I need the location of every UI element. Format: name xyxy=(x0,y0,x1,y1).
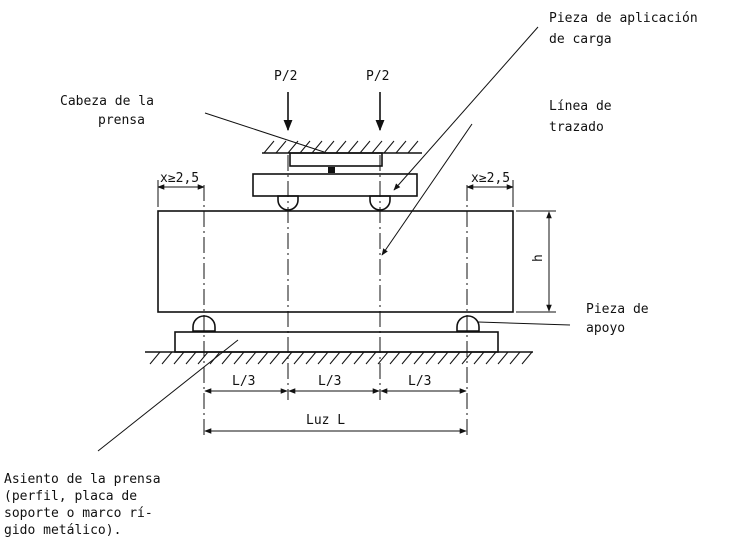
leader-load-piece xyxy=(393,26,539,191)
label-press-head-line-2: prensa xyxy=(98,113,145,128)
load-application-piece xyxy=(252,167,418,211)
label-load-application-piece: Pieza de aplicación de carga xyxy=(549,11,706,47)
height-dimension: h xyxy=(516,210,556,313)
third-label-1: L/3 xyxy=(232,374,255,389)
overhang-dimension-left: x≥2,5 xyxy=(157,171,205,207)
span-label: Luz L xyxy=(306,413,345,428)
leader-press-head xyxy=(204,112,325,153)
label-press-seat-line-4: gido metálico). xyxy=(4,523,121,538)
label-trace-line: Línea de trazado xyxy=(549,99,619,135)
load-label-right: P/2 xyxy=(366,69,389,84)
load-roller-right xyxy=(369,195,391,211)
beam-specimen xyxy=(157,210,514,313)
label-press-seat-line-1: Asiento de la prensa xyxy=(4,472,161,487)
press-head xyxy=(262,140,422,167)
third-label-2: L/3 xyxy=(318,374,341,389)
label-trace-line-line-1: Línea de xyxy=(549,99,612,114)
label-press-head-line-1: Cabeza de la xyxy=(60,94,154,109)
label-load-piece-line-2: de carga xyxy=(549,32,612,47)
label-support-piece-line-2: apoyo xyxy=(586,321,625,336)
leader-support-piece xyxy=(477,321,571,326)
overhang-label-right: x≥2,5 xyxy=(471,171,510,186)
press-seat xyxy=(145,331,533,365)
leader-press-seat xyxy=(97,339,239,452)
label-press-seat-line-2: (perfil, placa de xyxy=(4,489,137,504)
press-seat-hatching xyxy=(149,351,533,365)
press-platen xyxy=(289,152,383,167)
pivot-ball xyxy=(328,167,335,173)
support-roller-right xyxy=(456,315,480,332)
label-support-piece-line-1: Pieza de xyxy=(586,302,649,317)
label-press-head: Cabeza de la prensa xyxy=(60,94,162,128)
label-load-piece-line-1: Pieza de aplicación xyxy=(549,11,698,26)
label-press-seat-line-3: soporte o marco rí- xyxy=(4,506,153,521)
leader-trace-line xyxy=(381,123,473,256)
span-dimension: Luz L xyxy=(204,413,467,434)
load-label-left: P/2 xyxy=(274,69,297,84)
third-label-3: L/3 xyxy=(408,374,431,389)
span-thirds-dimension: L/3 L/3 L/3 xyxy=(204,374,467,394)
label-support-piece: Pieza de apoyo xyxy=(586,302,656,336)
load-roller-left xyxy=(277,195,299,211)
label-trace-line-line-2: trazado xyxy=(549,120,604,135)
overhang-label-left: x≥2,5 xyxy=(160,171,199,186)
support-roller-left xyxy=(192,315,216,332)
press-head-hatching xyxy=(263,140,419,154)
height-label: h xyxy=(531,254,546,262)
label-press-seat: Asiento de la prensa (perfil, placa de s… xyxy=(4,472,168,538)
overhang-dimension-right: x≥2,5 xyxy=(466,171,514,207)
